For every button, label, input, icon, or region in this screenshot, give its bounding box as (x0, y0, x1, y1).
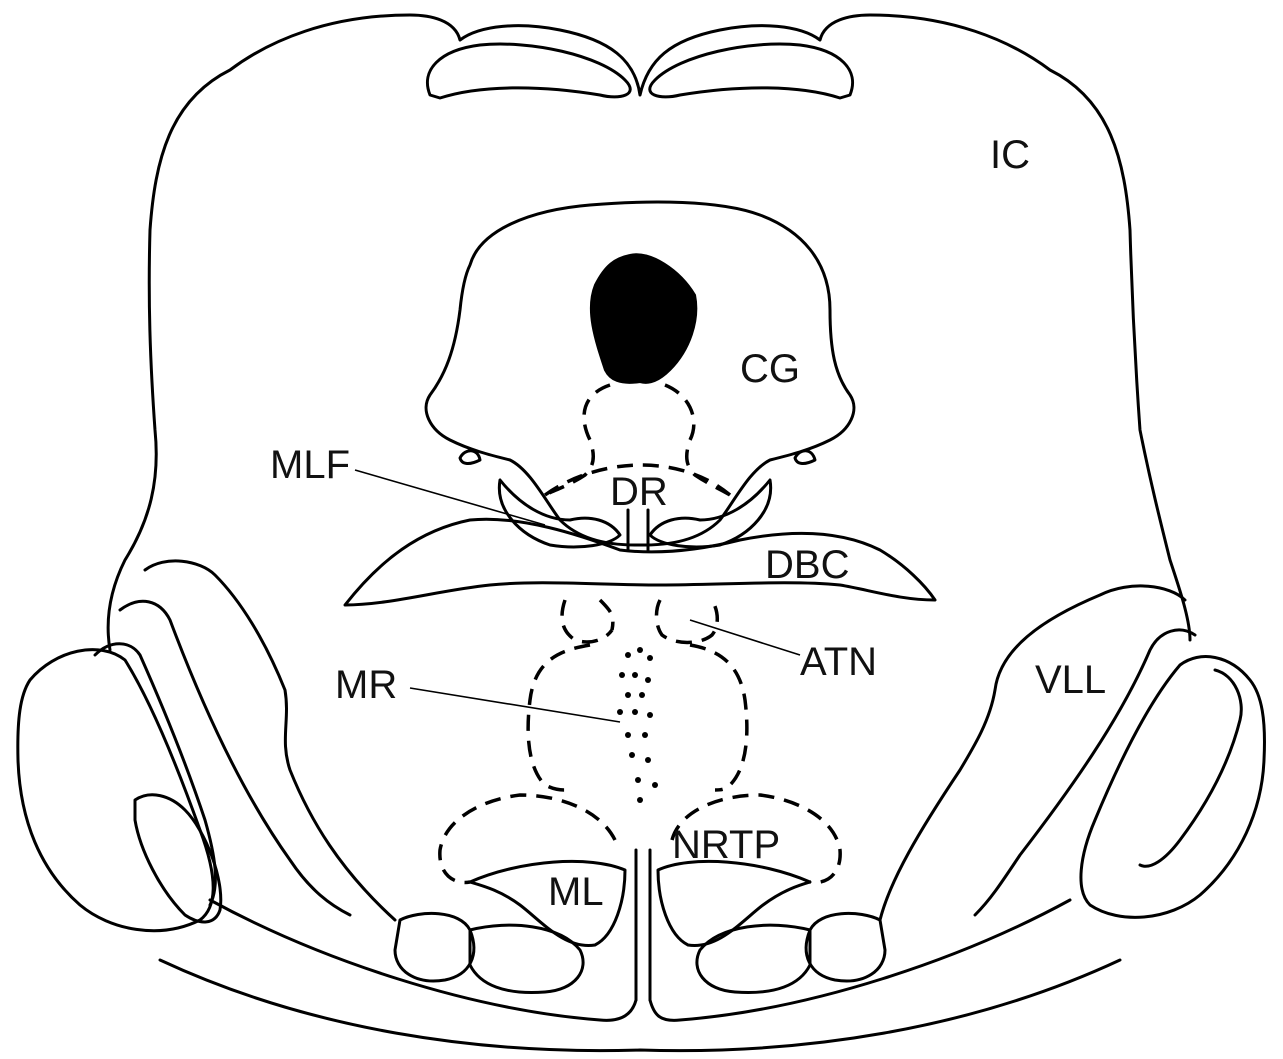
raphe-dot (635, 777, 641, 783)
median-raphe-dots (617, 647, 658, 803)
right-pontine-lobe-2 (697, 925, 810, 992)
left-pontine-lobe-1 (395, 913, 474, 981)
raphe-dot (625, 692, 631, 698)
left-lateral-bulge (145, 561, 395, 920)
left-notch (460, 451, 480, 464)
raphe-dot (645, 677, 651, 683)
raphe-dot (619, 672, 625, 678)
median-raphe-boundary (528, 645, 747, 790)
raphe-dot (632, 672, 638, 678)
label-dr: DR (610, 470, 668, 514)
right-medial-lemniscus (658, 861, 810, 945)
label-dbc: DBC (765, 543, 849, 587)
cerebral-aqueduct (591, 254, 696, 383)
label-ml: ML (548, 870, 604, 914)
raphe-dot (652, 782, 658, 788)
raphe-dot (642, 732, 648, 738)
label-vll: VLL (1035, 658, 1106, 702)
raphe-dot (632, 709, 638, 715)
right-notch (795, 451, 815, 464)
right-pontine-lobe-1 (806, 913, 885, 981)
raphe-dot (647, 712, 653, 718)
left-peduncle-band (120, 601, 350, 915)
raphe-dot (625, 732, 631, 738)
raphe-dot (639, 692, 645, 698)
label-ic: IC (990, 133, 1030, 177)
raphe-dot (637, 797, 643, 803)
raphe-dot (637, 647, 643, 653)
atn-left (562, 600, 613, 642)
bottom-outline-outer (160, 960, 1120, 1051)
left-outer-lobe-inner (95, 644, 215, 905)
raphe-dot (645, 757, 651, 763)
midline-lower (636, 850, 650, 1000)
raphe-dot (647, 655, 653, 661)
left-colliculus (427, 44, 630, 98)
left-outer-lobe (18, 650, 213, 931)
right-lateral-bulge (880, 586, 1185, 920)
bottom-outline-inner (210, 900, 1070, 1020)
atn-right (656, 600, 717, 643)
label-mr: MR (335, 663, 397, 707)
right-outer-lobe (1081, 657, 1265, 918)
mr-leader (410, 688, 620, 722)
label-atn: ATN (800, 640, 877, 684)
raphe-dot (617, 709, 623, 715)
label-mlf: MLF (270, 443, 350, 487)
raphe-dot (625, 652, 631, 658)
raphe-dot (629, 752, 635, 758)
right-colliculus (650, 44, 853, 98)
label-cg: CG (740, 347, 800, 391)
left-pontine-lobe-2 (470, 925, 583, 992)
label-nrtp: NRTP (672, 823, 780, 867)
